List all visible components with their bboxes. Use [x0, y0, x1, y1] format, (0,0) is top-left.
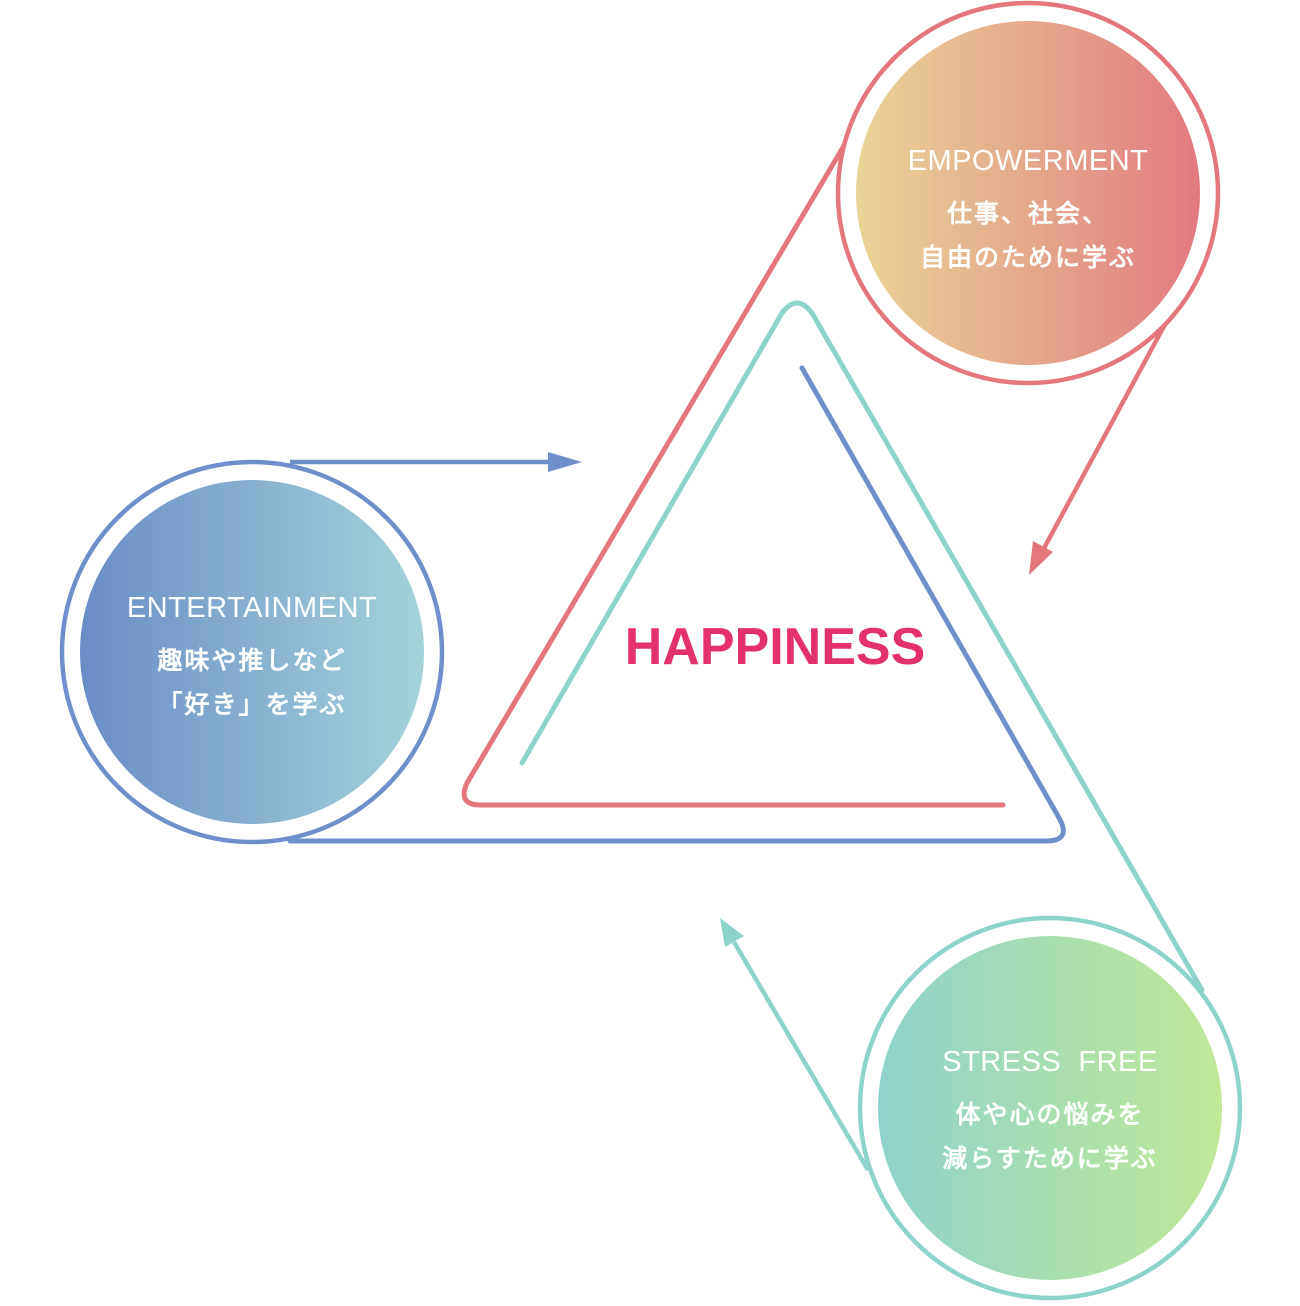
entertainment-path [287, 365, 1066, 844]
stress-free-line1: 体や心の悩みを [955, 1100, 1145, 1129]
entertainment-title: ENTERTAINMENT [126, 592, 378, 624]
empowerment-arrow-head [1029, 541, 1053, 575]
entertainment-text: ENTERTAINMENT 趣味や推しなど 「好き」を学ぶ [127, 592, 377, 727]
empowerment-line1: 仕事、社会、 [946, 199, 1109, 228]
stress-free-fill [878, 936, 1222, 1280]
empowerment-text: EMPOWERMENT 仕事、社会、 自由のために学ぶ [908, 145, 1149, 280]
stress-free-line2: 減らすために学ぶ [942, 1144, 1158, 1173]
empowerment-arrow-line [1041, 313, 1172, 552]
stress-free-text: STRESS FREE 体や心の悩みを 減らすために学ぶ [942, 1046, 1158, 1181]
entertainment-line1: 趣味や推しなど [157, 646, 347, 675]
empowerment-title: EMPOWERMENT [907, 145, 1149, 177]
empowerment-fill [856, 21, 1200, 365]
empowerment-path [461, 119, 1006, 808]
entertainment-arrow-head [548, 452, 582, 472]
entertainment-fill [80, 480, 424, 824]
center-label-happiness: HAPPINESS [624, 618, 926, 676]
empowerment-line2: 自由のために学ぶ [919, 243, 1136, 272]
stress-free-path [519, 300, 1205, 993]
stress-free-title: STRESS FREE [942, 1046, 1158, 1078]
entertainment-line2: 「好き」を学ぶ [157, 690, 347, 719]
stress-free-arrow-line [732, 940, 870, 1172]
stress-free-arrow-head [720, 918, 744, 947]
